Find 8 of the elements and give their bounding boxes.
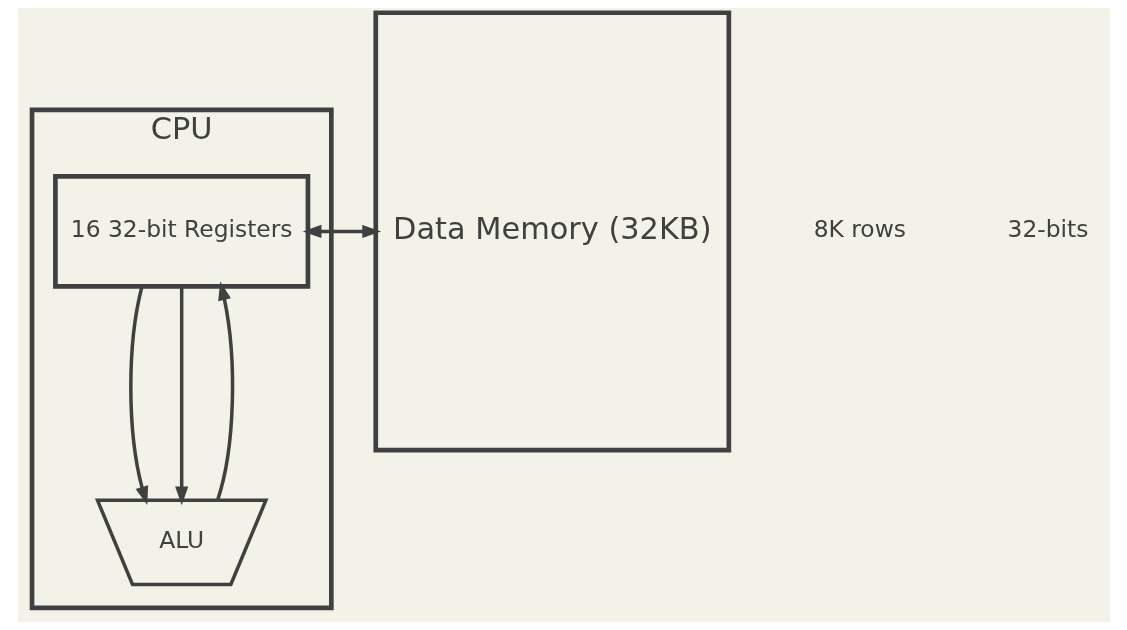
arrow (215, 281, 234, 501)
arrow (128, 286, 148, 506)
arrow (302, 224, 381, 238)
label: 32-bits (1007, 215, 1088, 244)
label: 8K rows (813, 215, 906, 244)
node-box: Data Memory (32KB) (372, 10, 731, 453)
node-box: 16 32-bit Registers (52, 174, 310, 289)
arrow (174, 286, 188, 506)
